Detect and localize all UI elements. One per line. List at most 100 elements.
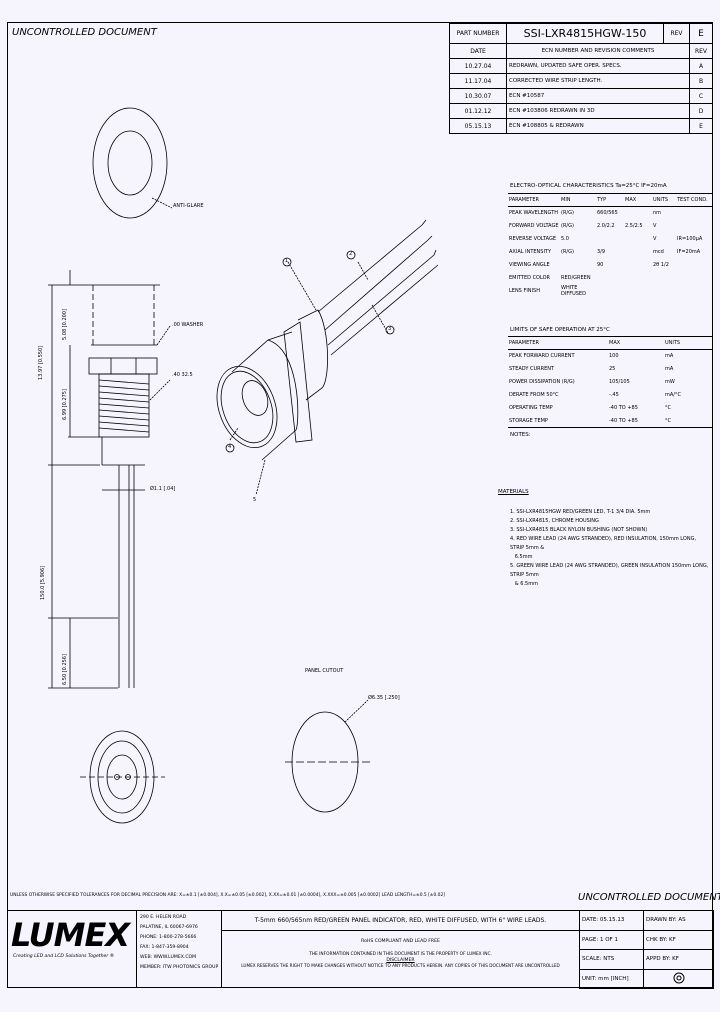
table-cell: mcd: [653, 249, 664, 255]
disclaimer-text: LUMEX RESERVES THE RIGHT TO MAKE CHANGES…: [241, 963, 560, 968]
scale-field: SCALE: NTS: [579, 949, 644, 970]
isometric-view: [216, 219, 439, 496]
table-cell: °C: [665, 417, 671, 424]
callout-3: 3: [388, 326, 392, 332]
callout-1: 1: [285, 258, 289, 264]
table-cell: mA/°C: [665, 392, 681, 398]
column-header: MAX: [609, 340, 621, 346]
table-cell: EMITTED COLOR: [509, 275, 551, 281]
material-item: 5. GREEN WIRE LEAD (24 AWG STRANDED), GR…: [510, 563, 710, 578]
table-cell: STORAGE TEMP: [509, 417, 548, 424]
table-row: STEADY CURRENT 25 mA: [508, 363, 712, 376]
table-cell: PEAK FORWARD CURRENT: [509, 353, 575, 360]
safe-op-title: LIMITS OF SAFE OPERATION AT 25°C: [510, 327, 610, 333]
table-cell: 90: [597, 262, 604, 268]
table-cell: V: [653, 223, 657, 229]
table-cell: mA: [665, 353, 674, 360]
table-cell: VIEWING ANGLE: [509, 262, 550, 268]
page-field: PAGE: 1 OF 1: [579, 929, 644, 950]
table-cell: STEADY CURRENT: [509, 366, 555, 372]
revision-table: PART NUMBER SSI-LXR4815HGW-150 REV E DAT…: [449, 23, 713, 134]
table-row: OPERATING TEMP-40 TO +85°C: [508, 402, 712, 415]
dim-top: 5.08 [0.200]: [62, 309, 68, 340]
address-line: 290 E. HELEN ROAD: [140, 915, 187, 920]
material-item: 4. RED WIRE LEAD (24 AWG STRANDED), RED …: [510, 536, 698, 551]
dim-wire: Ø1.1 [.04]: [150, 486, 176, 492]
table-cell: DERATE FROM 50°C: [509, 392, 559, 398]
table-cell: 2θ 1/2: [653, 262, 669, 268]
disclaimer-title: DISCLAIMER: [386, 958, 415, 963]
table-cell: -40 TO +85: [609, 417, 638, 424]
title-block: [7, 910, 713, 988]
side-view: [48, 270, 171, 689]
table-row: STORAGE TEMP -40 TO +85 °C: [508, 415, 712, 428]
date-field: DATE: 05.15.13: [579, 910, 644, 931]
table-cell: AXIAL INTENSITY: [509, 249, 552, 255]
table-cell: °C: [665, 405, 671, 411]
material-item: 3. SSI-LXR4815 BLACK NYLON BUSHING (NOT …: [510, 527, 648, 533]
confidential-note: THE INFORMATION CONTAINED IN THIS DOCUME…: [309, 952, 492, 957]
table-cell: 660/565: [597, 210, 618, 217]
table-cell: PEAK WAVELENGTH: [509, 210, 559, 217]
dim-overall: 13.97 [0.550]: [38, 345, 44, 380]
panel-cutout-dim: Ø6.35 [.250]: [368, 695, 400, 701]
table-cell: 25: [609, 366, 616, 372]
washer-label: .00 WASHER: [172, 322, 204, 328]
dim-thread: 6.99 [0.275]: [62, 389, 68, 420]
column-header: MIN: [561, 197, 571, 203]
table-cell: mA: [665, 366, 674, 372]
thread-label: .40 32.5: [172, 372, 193, 378]
table-cell: POWER DISSIPATION (R/G): [509, 379, 575, 385]
table-cell: mW: [665, 379, 675, 385]
part-number: SSI-LXR4815HGW-150: [506, 23, 664, 44]
column-header: TYP: [597, 197, 607, 203]
appd-by-field: APPD BY: KF: [643, 949, 714, 970]
table-cell: (R/G): [561, 249, 574, 255]
callout-4: 4: [228, 444, 232, 450]
notes-label: NOTES:: [510, 432, 531, 438]
description-area: T-5mm 660/565nm RED/GREEN PANEL INDICATO…: [221, 910, 579, 988]
table-cell: IR=100µA: [677, 236, 703, 242]
dim-wire-length: 150.0 [5.906]: [40, 565, 46, 600]
table-cell: RED/GREEN: [561, 275, 591, 281]
address-line: PHONE: 1-800-278-5666: [140, 935, 197, 940]
logo-area: LUMEX Creating LED and LCD Solutions Tog…: [7, 910, 137, 988]
table-cell: 3/9: [597, 249, 606, 255]
lumex-logo: LUMEX: [11, 916, 130, 954]
column-header: PARAMETER: [509, 340, 539, 346]
address-line: FAX: 1-847-359-8904: [140, 945, 189, 950]
column-header: TEST COND.: [677, 197, 708, 203]
table-cell: OPERATING TEMP: [509, 405, 553, 411]
table-cell: WHITE DIFFUSED: [561, 285, 586, 297]
tagline: Creating LED and LCD Solutions Together …: [13, 954, 115, 959]
watermark-top: UNCONTROLLED DOCUMENT: [12, 27, 157, 38]
table-cell: REVERSE VOLTAGE: [509, 236, 557, 242]
table-cell: 2.0/2.2: [597, 223, 615, 229]
tolerance-note: UNLESS OTHERWISE SPECIFIED TOLERANCES FO…: [10, 893, 445, 898]
eo-title: ELECTRO-OPTICAL CHARACTERISTICS Ta=25°C …: [510, 183, 667, 189]
column-header: PARAMETER: [509, 197, 539, 203]
material-item: 1. SSI-LXR4815HGW RED/GREEN LED, T-1 3/4…: [510, 509, 651, 515]
address-line: MEMBER: ITW PHOTONICS GROUP: [140, 965, 219, 970]
unit-field: UNIT: mm [INCH]: [579, 968, 644, 989]
dim-strip: 6.50 [0.256]: [62, 654, 68, 685]
bottom-view: [80, 730, 165, 824]
table-cell: LENS FINISH: [509, 288, 540, 294]
table-row: EMITTED COLOR RED/GREEN: [508, 272, 712, 285]
anti-glare-label: ANTI-GLARE: [173, 203, 204, 209]
table-row: LENS FINISH WHITE DIFFUSED: [508, 285, 712, 298]
address-line: PALATINE, IL 60067-6976: [140, 925, 198, 930]
panel-cutout-view: [285, 699, 372, 813]
material-item: & 6.5mm: [510, 581, 538, 587]
materials-list: 1. SSI-LXR4815HGW RED/GREEN LED, T-1 3/4…: [510, 508, 710, 589]
table-cell: 105/105: [609, 379, 630, 385]
rev-letter: E: [689, 118, 713, 134]
